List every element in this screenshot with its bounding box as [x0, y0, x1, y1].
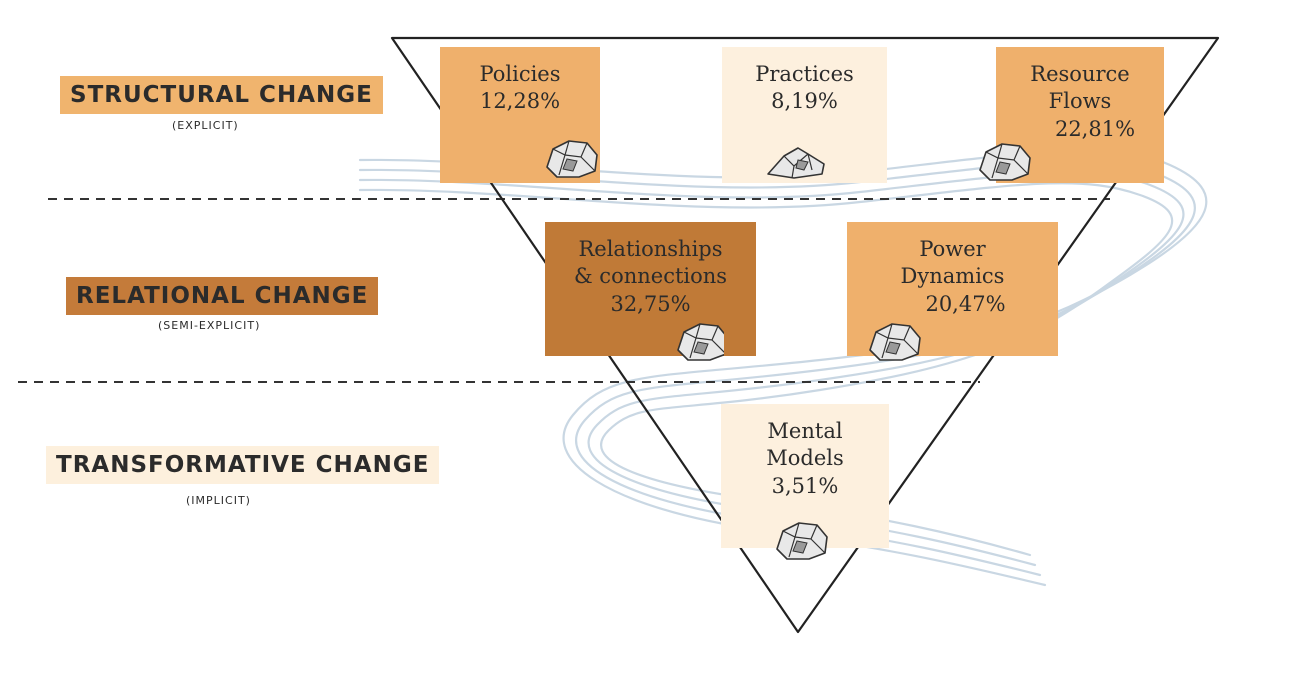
box-mental-models-label-2: Models	[766, 446, 844, 471]
rock-icon	[869, 323, 921, 361]
level-relational-subtitle: (SEMI-EXPLICIT)	[158, 319, 261, 332]
box-practices-value: 8,19%	[771, 89, 838, 114]
level-structural: STRUCTURAL CHANGE	[60, 76, 383, 114]
box-relationships-connections: Relationships & connections 32,75%	[545, 222, 756, 356]
box-practices-label: Practices	[755, 62, 854, 86]
box-relationships-label-1: Relationships	[578, 237, 723, 261]
rock-icon	[767, 147, 825, 179]
level-relational-title: RELATIONAL CHANGE	[66, 277, 379, 315]
box-resource-flows-label-2: Flows	[1048, 89, 1112, 114]
rock-icon	[979, 143, 1031, 181]
level-transformative-title: TRANSFORMATIVE CHANGE	[46, 446, 440, 484]
level-structural-title: STRUCTURAL CHANGE	[60, 76, 383, 114]
box-resource-flows-label-1: Resource	[1030, 62, 1130, 86]
level-relational: RELATIONAL CHANGE	[66, 277, 379, 315]
box-policies-value: 12,28%	[479, 89, 561, 114]
box-relationships-value: 32,75%	[610, 291, 691, 316]
level-transformative-subtitle: (IMPLICIT)	[186, 494, 251, 507]
box-practices: Practices 8,19%	[722, 47, 887, 183]
box-relationships-label-2: & connections	[573, 264, 728, 289]
box-power-dynamics-label-1: Power	[919, 237, 986, 261]
rock-icon	[677, 323, 724, 361]
level-transformative: TRANSFORMATIVE CHANGE	[46, 446, 440, 484]
level-structural-subtitle: (EXPLICIT)	[172, 119, 239, 132]
box-resource-flows: Resource Flows 22,81%	[996, 47, 1164, 183]
box-resource-flows-value: 22,81%	[1054, 116, 1136, 141]
box-policies-label: Policies	[479, 62, 561, 86]
rock-icon	[776, 522, 828, 560]
box-power-dynamics-value: 20,47%	[925, 291, 1006, 316]
box-mental-models-label-1: Mental	[767, 419, 843, 443]
box-mental-models-value: 3,51%	[771, 473, 839, 498]
rock-icon	[546, 140, 598, 178]
box-power-dynamics-label-2: Dynamics	[900, 264, 1005, 289]
